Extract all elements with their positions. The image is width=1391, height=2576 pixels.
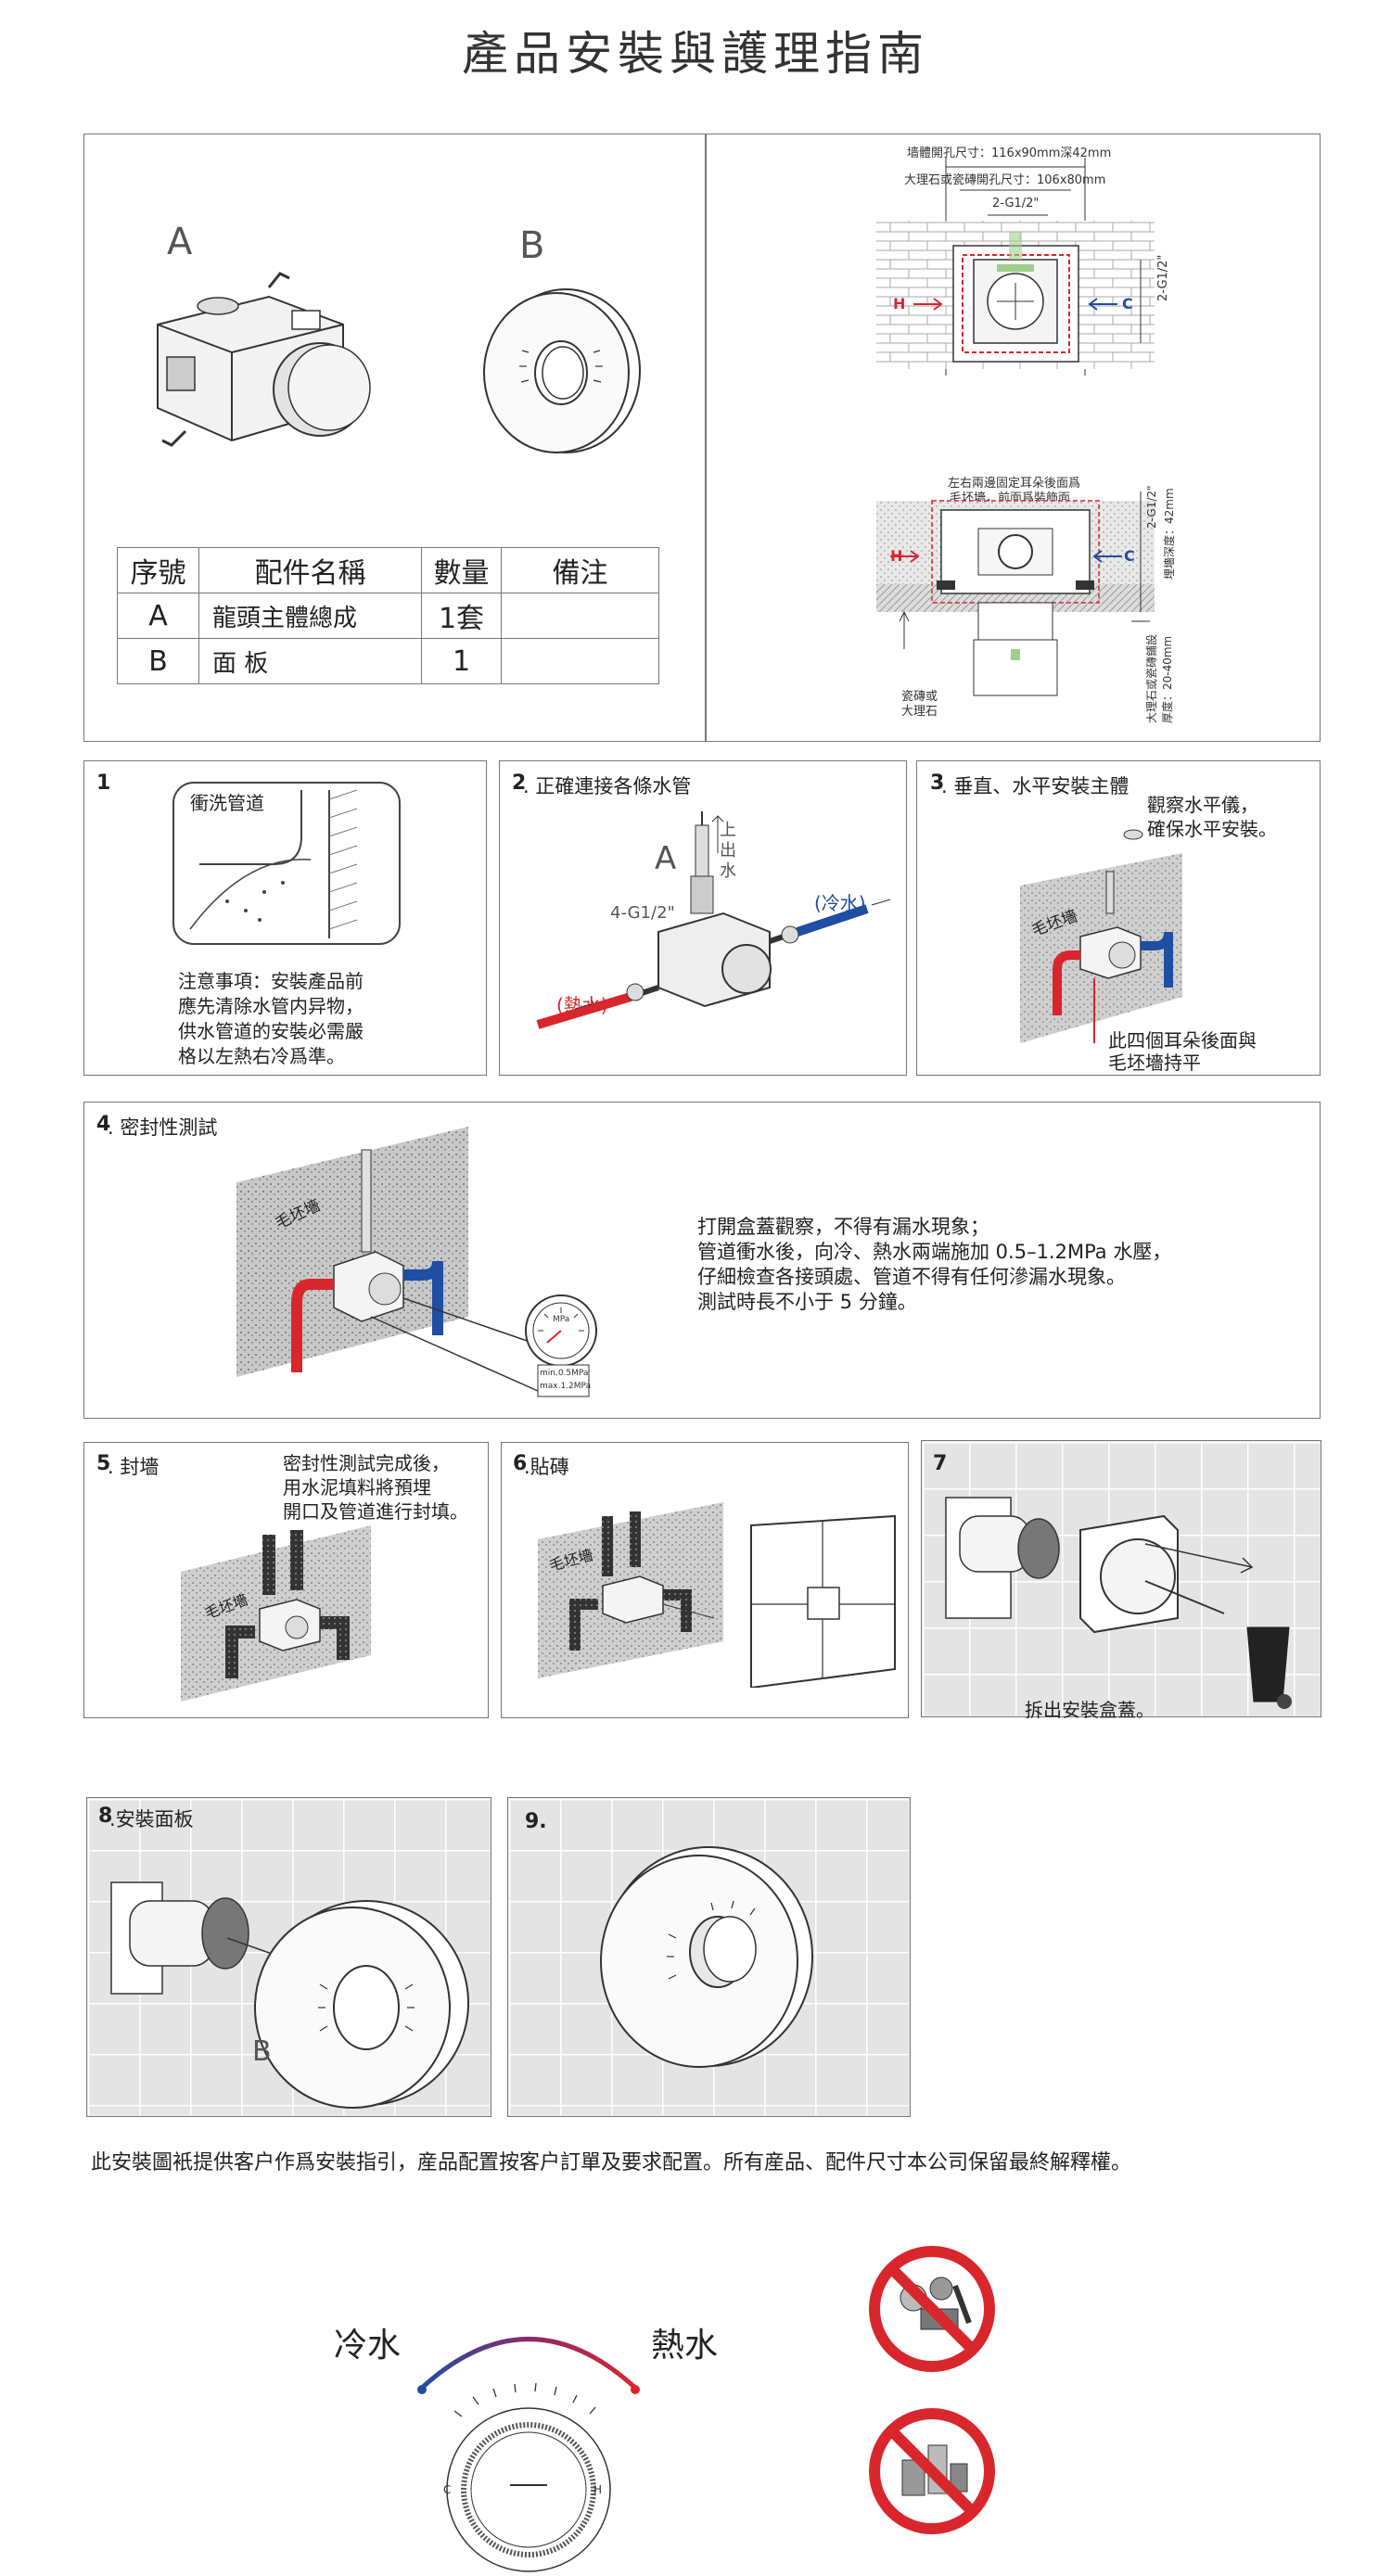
section-view-drawing: [876, 491, 1155, 696]
parts-table: 序號 配件名稱 數量 備注 A 龍頭主體總成 1套 B 面 板 1: [117, 547, 659, 684]
overview-divider: [705, 134, 707, 742]
step-1-note: 注意事項：安裝產品前 應先清除水管内异物， 供水管道的安裝必需嚴 格以左熱右冷爲…: [178, 970, 364, 1067]
step-4-instructions: 打開盒蓋觀察，不得有漏水現象； 管道衝水後，向冷、熱水兩端施加 0.5–1.2M…: [697, 1216, 1172, 1313]
tile-note-2: 大理石: [901, 705, 938, 719]
table-cell: 1: [421, 638, 502, 684]
step-6-title: .貼磚: [524, 1456, 569, 1478]
dial-hot-mark: H: [593, 2483, 603, 2496]
front-view-drawing: [876, 158, 1155, 376]
no-abrasives-icon: [869, 2246, 995, 2372]
table-cell: 龍頭主體總成: [198, 593, 422, 639]
gauge-unit: MPa: [553, 1315, 570, 1324]
part-b-label: B: [519, 224, 545, 267]
cold-label-section: C: [1124, 547, 1135, 565]
care-cold-label: 冷水: [334, 2327, 402, 2365]
gauge-min: min.0.5MPa: [540, 1369, 589, 1378]
step-2-cold-label: (冷水): [814, 892, 866, 914]
depth-label-1: 2-G1/2": [1145, 485, 1158, 529]
step-8-title: .安裝面板: [109, 1808, 194, 1830]
table-cell: [501, 638, 659, 684]
step-8-number: 8: [98, 1804, 113, 1828]
step-2-thread: 4-G1/2": [610, 903, 675, 923]
valve-body-illustration: [157, 272, 371, 447]
step-2-title: . 正確連接各條水管: [523, 775, 692, 797]
wall-seal-illustration: [181, 1525, 371, 1702]
step-3-ear-note: 此四個耳朵後面與 毛坯墻持平: [1108, 1029, 1257, 1074]
table-header: 序號: [117, 547, 199, 593]
thickness-label-1: 大理石或瓷磚鋪設: [1145, 633, 1158, 723]
cover-plate-illustration: [483, 288, 641, 453]
table-cell: A: [117, 593, 199, 639]
pipe-connection-illustration: [536, 811, 891, 1029]
step-3-title: . 垂直、水平安裝主體: [941, 775, 1129, 797]
step-5-title: . 封墻: [108, 1456, 160, 1478]
step-3-level-note: 觀察水平儀， 確保水平安裝。: [1147, 794, 1277, 840]
table-cell: B: [117, 638, 199, 684]
step-9-number: 9.: [525, 1810, 547, 1833]
install-cover-illustration: [88, 1799, 490, 2115]
thickness-label-2: 厚度：20-40mm: [1161, 635, 1174, 723]
step-2-number: 2: [512, 772, 527, 795]
table-cell: 1套: [421, 593, 502, 639]
step-8-part-b: B: [252, 2035, 272, 2068]
table-row: 序號 配件名稱 數量 備注: [117, 547, 659, 593]
table-row: B 面 板 1: [117, 638, 659, 684]
step-3-number: 3: [930, 772, 945, 795]
cold-label-front: C: [1122, 295, 1133, 312]
table-cell: 面 板: [198, 638, 422, 684]
table-row: A 龍頭主體總成 1套: [117, 593, 659, 639]
step-4-number: 4: [96, 1113, 111, 1136]
gauge-max: max.1.2MPa: [540, 1382, 592, 1391]
tiling-illustration: [538, 1502, 896, 1688]
step-5-number: 5: [96, 1452, 111, 1475]
table-header: 備注: [501, 547, 659, 593]
table-header: 配件名稱: [198, 547, 422, 593]
step-2-outlet: 上 出 水: [720, 821, 736, 881]
tile-note-1: 瓷磚或: [901, 690, 938, 704]
depth-label-2: 埋墻深度：42mm: [1163, 488, 1176, 580]
care-hot-label: 熱水: [651, 2327, 719, 2365]
hot-label-front: H: [893, 295, 906, 312]
pressure-test-illustration: [236, 1127, 597, 1397]
step-4-title: . 密封性測試: [108, 1116, 218, 1139]
remove-cover-illustration: [923, 1442, 1320, 1715]
thread-top-label: 2-G1/2": [992, 197, 1040, 210]
part-a-label: A: [167, 221, 193, 263]
dial-cold-mark: C: [443, 2483, 452, 2496]
wall-hole-dimension: 墙體開孔尺寸：116x90mm深42mm: [907, 147, 1112, 160]
table-cell: [501, 593, 659, 639]
step-2-part-a: A: [655, 840, 677, 877]
finished-install-illustration: [509, 1799, 909, 2115]
step-2-hot-label: (熱水): [556, 994, 608, 1016]
step-1-tag: 衝洗管道: [190, 792, 264, 814]
disclaimer-text: 此安裝圖衹提供客户作爲安裝指引，産品配置按客户訂單及要求配置。所有産品、配件尺寸…: [91, 2151, 1132, 2174]
level-install-illustration: [1020, 829, 1182, 1043]
ear-note-1: 左右兩邊固定耳朵後面爲: [948, 477, 1081, 491]
table-header: 數量: [421, 547, 502, 593]
hot-label-section: H: [890, 547, 903, 565]
tile-hole-dimension: 大理石或瓷磚開孔尺寸：106x80mm: [904, 173, 1106, 187]
step-6-number: 6: [513, 1452, 528, 1475]
step-7-instructions: 拆出安裝盒蓋。: [1025, 1699, 1155, 1721]
thread-side-label: 2-G1/2": [1156, 254, 1170, 301]
step-7-number: 7: [933, 1452, 948, 1475]
step-1-number: 1: [96, 772, 111, 795]
step-5-instructions: 密封性測試完成後， 用水泥填料將預埋 開口及管道進行封填。: [283, 1452, 468, 1523]
temperature-dial-illustration: [417, 2337, 640, 2572]
page-title: 產品安裝與護理指南: [462, 27, 929, 81]
pipe-flush-illustration: [172, 782, 401, 945]
no-chemicals-icon: [869, 2408, 995, 2534]
